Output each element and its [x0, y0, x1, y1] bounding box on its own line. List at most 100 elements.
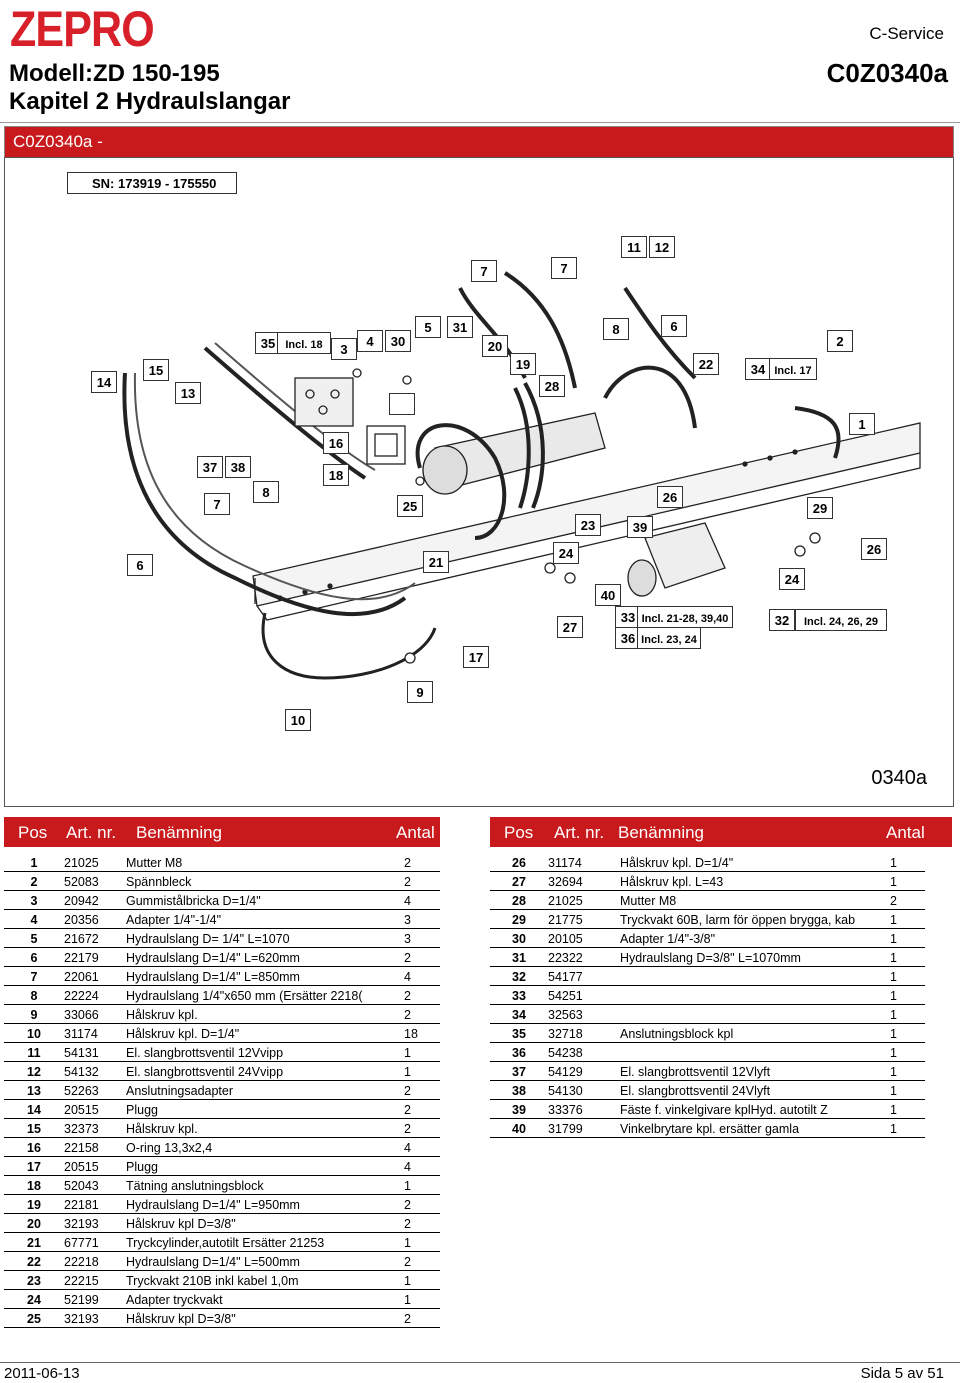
row-qty: 3	[404, 928, 440, 948]
col-name: Benämning	[136, 823, 223, 842]
callout: 24	[553, 542, 579, 564]
row-art-nr: 31174	[64, 1023, 126, 1043]
callout: 21	[423, 551, 449, 573]
row-pos: 18	[4, 1175, 64, 1195]
callout: 9	[407, 681, 433, 703]
row-qty: 2	[404, 985, 440, 1005]
callout: 5	[415, 316, 441, 338]
row-art-nr: 54130	[548, 1080, 620, 1100]
row-qty: 2	[404, 947, 440, 967]
row-qty: 4	[404, 1137, 440, 1157]
row-name: Anslutningsadapter	[126, 1080, 404, 1100]
row-pos: 6	[4, 947, 64, 967]
row-name: Hydraulslang D=1/4" L=500mm	[126, 1251, 404, 1271]
row-name: Gummistålbricka D=1/4"	[126, 890, 404, 910]
row-name: Fäste f. vinkelgivare kplHyd. autotilt Z	[620, 1099, 890, 1119]
row-name: Hydraulslang D=1/4" L=620mm	[126, 947, 404, 967]
row-name: Hydraulslang D=3/8" L=1070mm	[620, 947, 890, 967]
callout: 14	[91, 371, 117, 393]
section-title: C0Z0340a -	[13, 132, 103, 151]
row-art-nr: 22322	[548, 947, 620, 967]
callout: 13	[175, 382, 201, 404]
row-pos: 1	[4, 853, 64, 872]
row-name: Hydraulslang D= 1/4" L=1070	[126, 928, 404, 948]
row-art-nr: 32193	[64, 1213, 126, 1233]
row-art-nr: 22224	[64, 985, 126, 1005]
callout: 27	[557, 616, 583, 638]
row-art-nr: 52043	[64, 1175, 126, 1195]
callout: 11	[621, 236, 647, 258]
row-name: Anslutningsblock kpl	[620, 1023, 890, 1043]
col-art: Art. nr.	[66, 823, 117, 842]
model-title: Modell:ZD 150-195	[9, 60, 220, 87]
row-name: Tätning anslutningsblock	[126, 1175, 404, 1195]
row-art-nr: 21775	[548, 909, 620, 929]
callout: 20	[482, 335, 508, 357]
row-art-nr: 31174	[548, 853, 620, 872]
callout: 6	[127, 554, 153, 576]
row-qty: 2	[404, 853, 440, 872]
row-art-nr: 32718	[548, 1023, 620, 1043]
row-qty: 1	[890, 1080, 925, 1100]
row-art-nr: 52263	[64, 1080, 126, 1100]
callout: 18	[323, 464, 349, 486]
row-pos: 25	[4, 1308, 64, 1328]
row-art-nr: 54251	[548, 985, 620, 1005]
callout: 17	[463, 646, 489, 668]
row-name: Adapter tryckvakt	[126, 1289, 404, 1309]
row-art-nr: 52083	[64, 871, 126, 891]
callout: 23	[575, 514, 601, 536]
row-art-nr: 32563	[548, 1004, 620, 1024]
row-art-nr: 21025	[548, 890, 620, 910]
row-pos: 35	[490, 1023, 548, 1043]
row-qty: 2	[404, 1099, 440, 1119]
row-qty: 18	[404, 1023, 440, 1043]
row-pos: 12	[4, 1061, 64, 1081]
callout: 8	[603, 318, 629, 340]
row-qty: 1	[890, 985, 925, 1005]
callout: 3	[331, 338, 357, 360]
row-pos: 9	[4, 1004, 64, 1024]
row-qty: 2	[404, 1308, 440, 1328]
row-qty: 4	[404, 890, 440, 910]
callout: 39	[627, 516, 653, 538]
table-header-left: Pos Art. nr. Benämning Antal	[4, 817, 440, 847]
row-qty: 2	[404, 871, 440, 891]
row-art-nr: 52199	[64, 1289, 126, 1309]
footer-divider	[0, 1362, 960, 1363]
callout: 30	[385, 330, 411, 352]
row-pos: 17	[4, 1156, 64, 1176]
service-label: C-Service	[869, 24, 944, 43]
row-qty: 1	[404, 1042, 440, 1062]
row-pos: 36	[490, 1042, 548, 1062]
row-art-nr: 54129	[548, 1061, 620, 1081]
row-qty: 4	[404, 966, 440, 986]
callout: 37	[197, 456, 223, 478]
row-name: Plugg	[126, 1099, 404, 1119]
row-pos: 5	[4, 928, 64, 948]
callout: Incl. 18	[277, 332, 331, 354]
row-name: Spännbleck	[126, 871, 404, 891]
callout: 40	[595, 584, 621, 606]
callout: 12	[649, 236, 675, 258]
row-name: Hålskruv kpl.	[126, 1004, 404, 1024]
row-art-nr: 54132	[64, 1061, 126, 1081]
row-name: Vinkelbrytare kpl. ersätter gamla	[620, 1118, 890, 1138]
row-qty: 1	[890, 1023, 925, 1043]
row-art-nr: 22158	[64, 1137, 126, 1157]
